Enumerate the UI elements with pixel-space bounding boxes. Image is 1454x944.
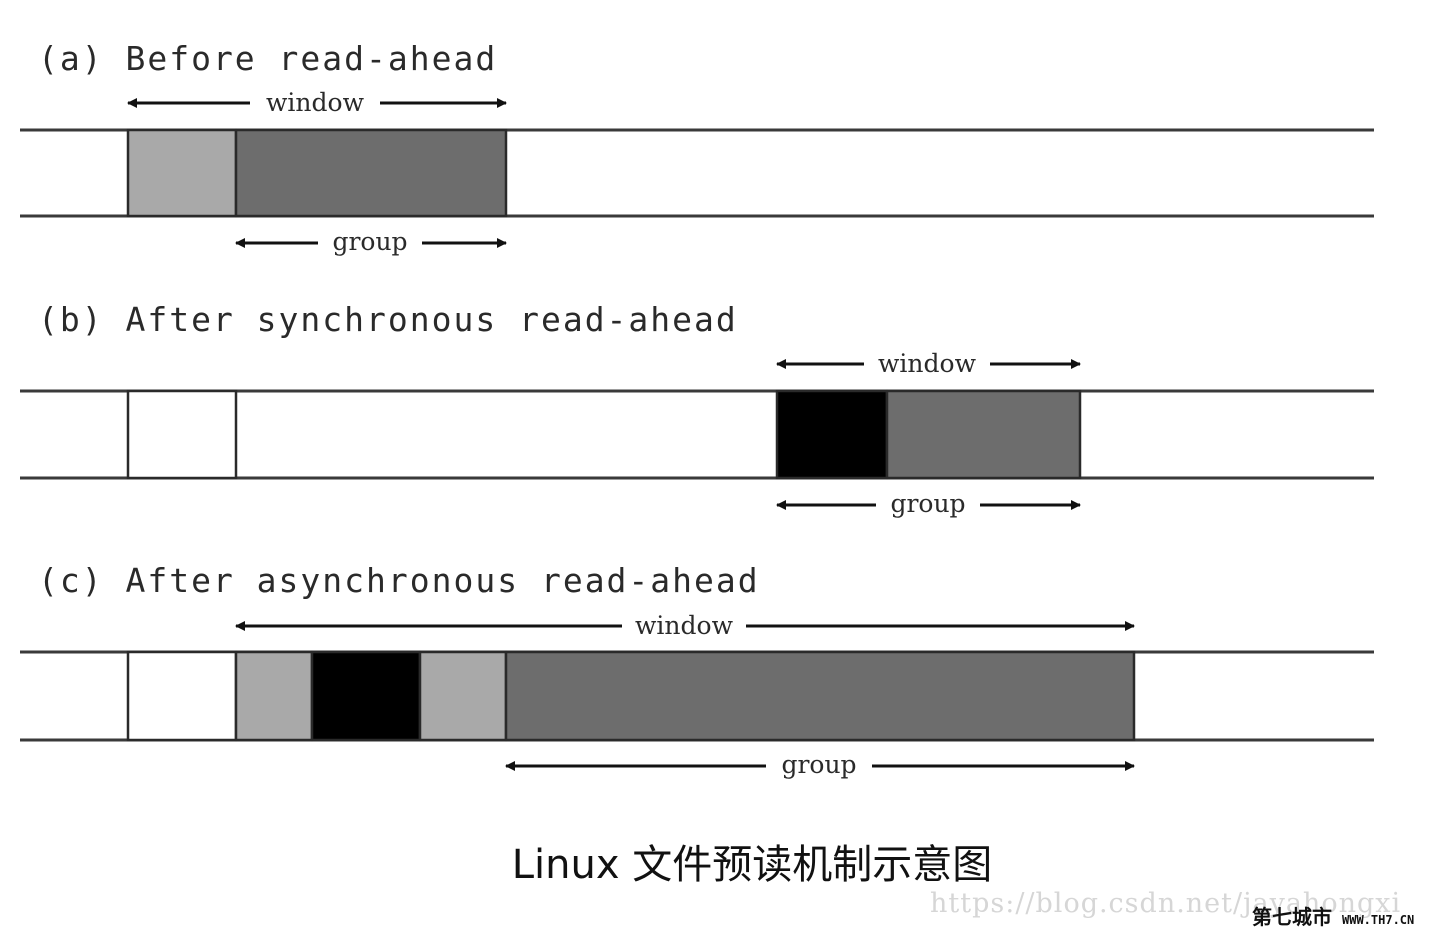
- watermark-logo: 第七城市: [1252, 905, 1332, 929]
- panel-a-block-light-gray: [126, 128, 238, 218]
- panel-c-block-white: [126, 650, 238, 742]
- panel-a-group-label: group: [332, 227, 407, 256]
- panel-c-block-light-gray-1: [234, 650, 314, 742]
- panel-b: (b) After synchronous read-ahead window …: [20, 300, 1374, 518]
- panel-c-group-arrow: group: [505, 750, 1135, 779]
- panel-b-block-black: [775, 389, 889, 480]
- panel-b-window-arrow: window: [776, 349, 1081, 378]
- panel-a-group-arrow: group: [235, 227, 507, 256]
- watermark-url: https://blog.csdn.net/jayahongxi: [930, 888, 1401, 919]
- panel-b-title: (b) After synchronous read-ahead: [38, 300, 738, 339]
- panel-a-window-label: window: [266, 88, 365, 117]
- panel-c-group-label: group: [781, 750, 856, 779]
- figure-caption: Linux 文件预读机制示意图: [512, 842, 993, 888]
- panel-b-window-label: window: [878, 349, 977, 378]
- panel-c-title: (c) After asynchronous read-ahead: [38, 561, 760, 600]
- panel-c-block-light-gray-2: [418, 650, 508, 742]
- panel-b-block-dark-gray: [885, 389, 1082, 480]
- panel-a-window-arrow: window: [127, 88, 507, 117]
- panel-a: (a) Before read-ahead window group: [20, 39, 1374, 256]
- panel-c-window-arrow: window: [235, 611, 1135, 640]
- panel-c-block-black: [310, 650, 422, 742]
- panel-b-group-label: group: [890, 489, 965, 518]
- panel-a-title: (a) Before read-ahead: [38, 39, 497, 78]
- panel-c-block-dark-gray: [504, 650, 1136, 742]
- panel-b-block-white: [126, 389, 238, 480]
- watermark-site: WWW.TH7.CN: [1342, 913, 1414, 927]
- panel-a-block-dark-gray: [234, 128, 508, 218]
- panel-b-group-arrow: group: [776, 489, 1081, 518]
- panel-c: (c) After asynchronous read-ahead window…: [20, 561, 1374, 779]
- panel-c-window-label: window: [635, 611, 734, 640]
